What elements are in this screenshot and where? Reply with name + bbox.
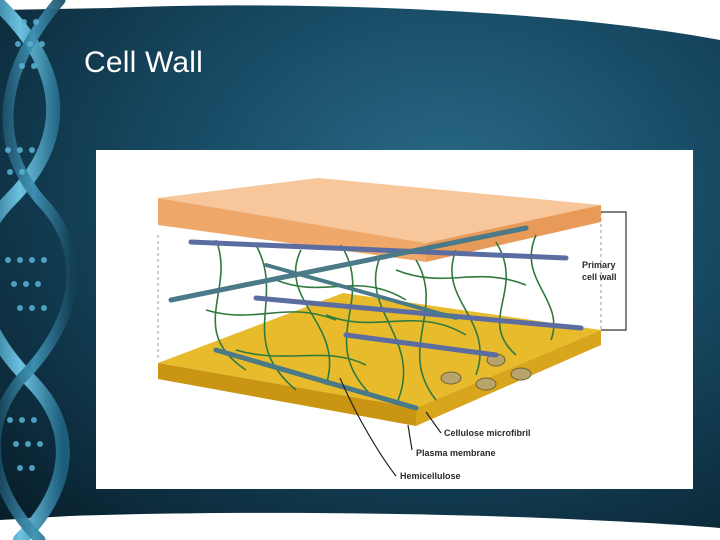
label-primary-cell-wall-line1: Primary (582, 260, 616, 270)
label-plasma-membrane: Plasma membrane (416, 448, 496, 458)
primary-cell-wall-bracket (601, 212, 626, 330)
label-primary-cell-wall-line2: cell wall (582, 272, 617, 282)
cell-wall-diagram: Primary cell wall Cellulose microfibril … (96, 150, 693, 489)
label-cellulose-microfibril: Cellulose microfibril (444, 428, 531, 438)
label-hemicellulose: Hemicellulose (400, 471, 461, 481)
slide-title: Cell Wall (84, 46, 203, 80)
leader-line-membrane (408, 425, 412, 450)
plasma-membrane-layer (158, 293, 601, 426)
